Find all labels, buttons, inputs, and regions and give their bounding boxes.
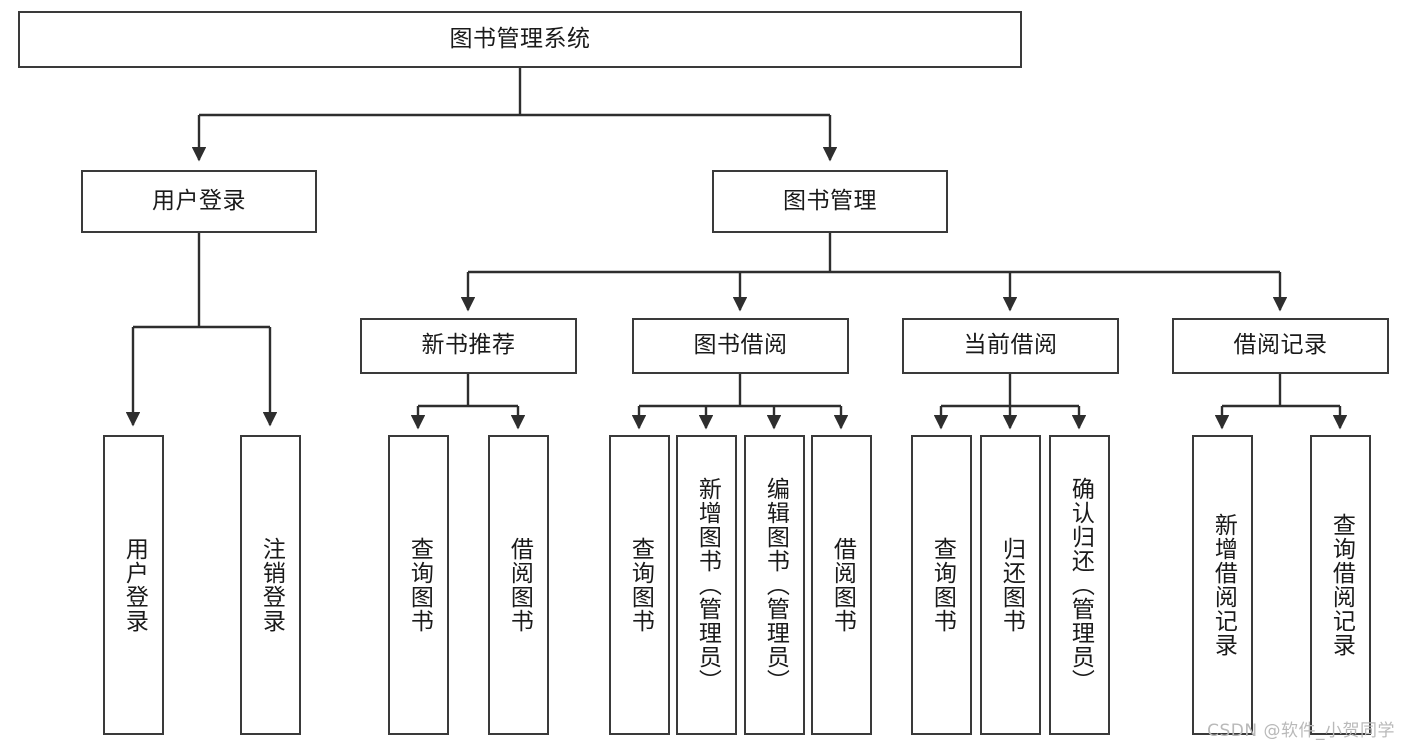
node-borrow-edit-book[interactable]: 编辑图书（管理员） [744,435,805,735]
node-label: 新增借阅记录 [1210,513,1237,657]
node-label: 图书管理 [783,187,877,214]
node-borrow-borrow-book[interactable]: 借阅图书 [811,435,872,735]
node-borrow-query-book[interactable]: 查询图书 [609,435,670,735]
node-label: 借阅图书 [829,537,856,633]
node-label: 查询图书 [627,537,654,633]
node-label: 用户登录 [152,187,246,214]
node-label: 图书管理系统 [449,25,591,52]
node-record-query[interactable]: 查询借阅记录 [1310,435,1371,735]
node-recommend-query-book[interactable]: 查询图书 [388,435,449,735]
node-label: 查询借阅记录 [1328,513,1355,657]
node-label: 确认归还（管理员） [1067,477,1094,693]
node-label: 借阅记录 [1233,332,1328,359]
node-label: 当前借阅 [963,332,1058,359]
node-label: 编辑图书（管理员） [762,477,789,693]
node-user-logout-leaf[interactable]: 注销登录 [240,435,301,735]
node-current-confirm-return[interactable]: 确认归还（管理员） [1049,435,1110,735]
node-current-borrow[interactable]: 当前借阅 [902,318,1119,374]
node-label: 图书借阅 [693,332,788,359]
node-recommend-borrow-book[interactable]: 借阅图书 [488,435,549,735]
csdn-watermark: CSDN @软件_小贺同学 [1207,721,1395,741]
node-user-login[interactable]: 用户登录 [81,170,317,233]
node-record-add[interactable]: 新增借阅记录 [1192,435,1253,735]
node-new-book-recommend[interactable]: 新书推荐 [360,318,577,374]
node-root-system[interactable]: 图书管理系统 [18,11,1022,68]
node-label: 借阅图书 [506,537,533,633]
node-book-borrow[interactable]: 图书借阅 [632,318,849,374]
node-label: 注销登录 [258,537,285,633]
node-label: 新增图书（管理员） [694,477,721,693]
node-current-query-book[interactable]: 查询图书 [911,435,972,735]
node-user-login-leaf[interactable]: 用户登录 [103,435,164,735]
node-label: 归还图书 [998,537,1025,633]
node-borrow-record[interactable]: 借阅记录 [1172,318,1389,374]
node-label: 用户登录 [121,537,148,633]
node-label: 查询图书 [406,537,433,633]
node-label: 新书推荐 [421,332,516,359]
node-borrow-add-book[interactable]: 新增图书（管理员） [676,435,737,735]
node-current-return-book[interactable]: 归还图书 [980,435,1041,735]
node-book-management[interactable]: 图书管理 [712,170,948,233]
node-label: 查询图书 [929,537,956,633]
